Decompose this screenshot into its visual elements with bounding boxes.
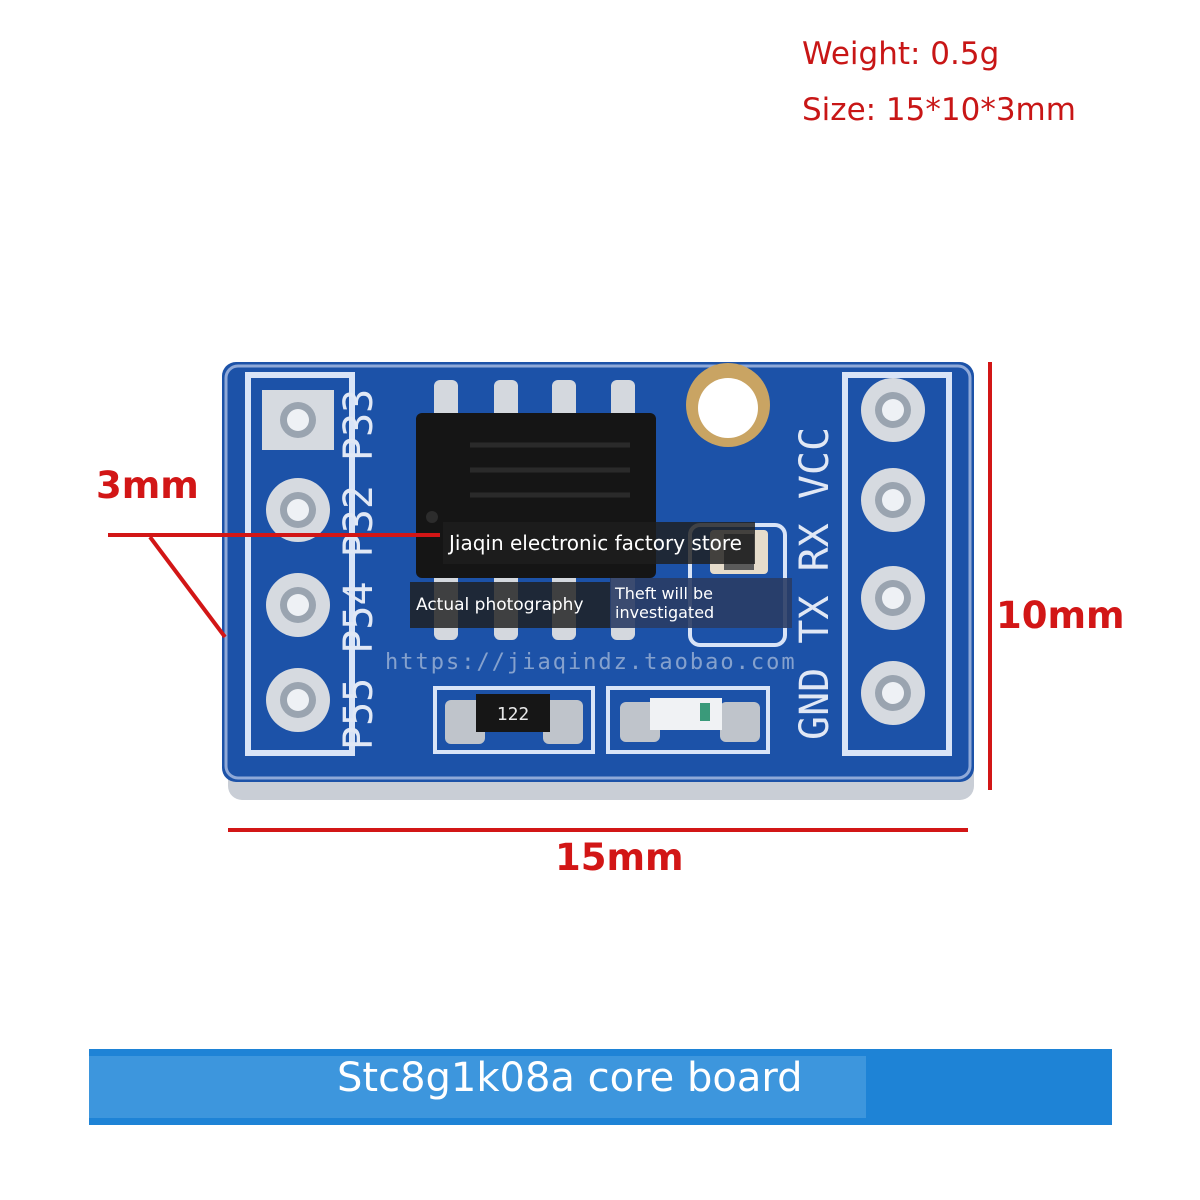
svg-text:122: 122 (497, 704, 530, 725)
left-pads (262, 390, 334, 732)
spec-weight: Weight: 0.5g (802, 36, 1000, 72)
overlay-store-name: Jiaqin electronic factory store (443, 522, 755, 564)
dimension-lines (108, 362, 992, 832)
dim-thickness-label: 3mm (96, 464, 199, 507)
title-banner: Stc8g1k08a core board (89, 1049, 1112, 1125)
watermark-url: https://jiaqindz.taobao.com (385, 650, 797, 675)
led (650, 698, 722, 730)
overlay-theft-warning: Theft will be investigated (610, 578, 792, 628)
overlay-actual-photo: Actual photography (410, 582, 610, 628)
spec-size: Size: 15*10*3mm (802, 92, 1076, 128)
banner-title: Stc8g1k08a core board (337, 1055, 803, 1101)
banner-highlight (89, 1056, 866, 1118)
silk-right: GND TX RX VCC (792, 427, 838, 740)
resistor (476, 694, 550, 732)
right-pads (861, 378, 925, 725)
dim-width-label: 15mm (555, 836, 684, 879)
silk-left: P55 P54 P32 P33 (336, 389, 382, 750)
dim-height-label: 10mm (996, 594, 1125, 637)
